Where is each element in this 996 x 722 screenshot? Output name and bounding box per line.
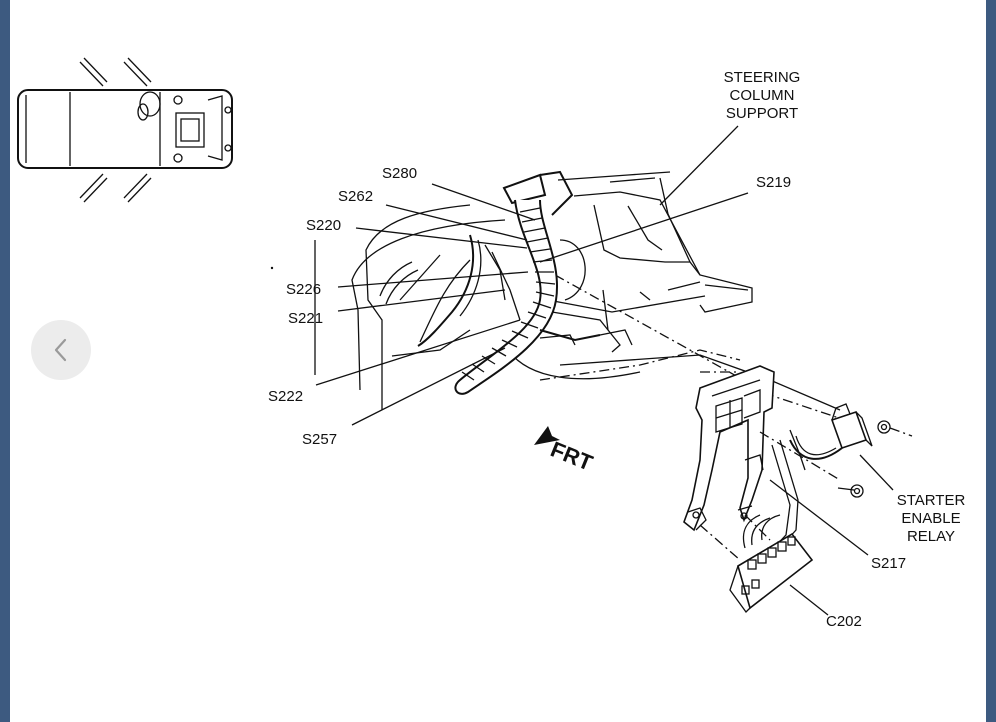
splice-s220-label: S220 (306, 217, 341, 234)
splice-s217-label: S217 (871, 555, 906, 572)
leader-lines (314, 125, 894, 616)
steering-label-line1: STEERING (724, 69, 801, 86)
splice-s262-label: S262 (338, 188, 373, 205)
steering-label-line3: SUPPORT (726, 105, 798, 122)
starter-enable-relay-label: STARTER ENABLE RELAY (897, 492, 966, 545)
splice-s226-label: S226 (286, 281, 321, 298)
splice-s221-label: S221 (288, 310, 323, 327)
previous-image-button[interactable] (31, 320, 91, 380)
splice-s219-label: S219 (756, 174, 791, 191)
front-direction-indicator: FRT (534, 426, 597, 476)
c202-connector (699, 514, 814, 613)
steering-label-line2: COLUMN (729, 87, 794, 104)
frt-label: FRT (547, 436, 597, 475)
dash-panel-outline (351, 204, 861, 426)
starter-enable-relay-part (759, 403, 913, 551)
splice-s257-label: S257 (302, 431, 337, 448)
splice-s280-label: S280 (382, 165, 417, 182)
bolt-icon (837, 484, 864, 498)
splice-s222-label: S222 (268, 388, 303, 405)
relay-label-line3: RELAY (907, 528, 955, 545)
steering-column-support-label: STEERING COLUMN SUPPORT (724, 69, 801, 122)
relay-label-line2: ENABLE (901, 510, 960, 527)
screw-icon (877, 420, 913, 437)
connector-c202-label: C202 (826, 613, 862, 630)
vehicle-locator-icon (17, 57, 233, 203)
relay-label-line1: STARTER (897, 492, 966, 509)
chevron-left-icon (54, 338, 67, 362)
wiring-harness-bundle (379, 170, 601, 395)
steering-column-support-bracket (539, 171, 753, 353)
relay-bracket (683, 365, 775, 532)
